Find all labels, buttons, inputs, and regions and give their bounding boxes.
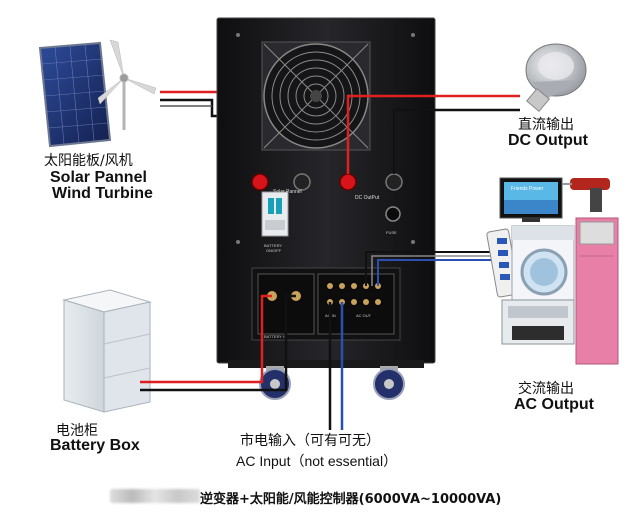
label-ac-out-en: AC Output (514, 396, 594, 413)
label-dc-en: DC Output (508, 132, 588, 149)
ac-input-cables (328, 302, 344, 430)
inverter-cabinet: Solar Pannel DC OutPut BATTERY ON/OFF FU… (216, 17, 436, 400)
svg-text:BATTERY: BATTERY (264, 243, 282, 248)
battery-breaker: BATTERY ON/OFF (261, 191, 289, 253)
ac-output-cables (365, 251, 500, 286)
ac-appliances-illustration: Friends Power (486, 177, 619, 365)
svg-text:ON/OFF: ON/OFF (266, 248, 282, 253)
label-wind-en: Wind Turbine (52, 185, 153, 202)
battery-cables (140, 294, 296, 392)
wind-turbine-illustration (97, 39, 157, 130)
label-battery-zh: 电池柜 (56, 423, 98, 439)
svg-text:BATTERY IN: BATTERY IN (264, 334, 287, 339)
label-battery-en: Battery Box (50, 437, 140, 454)
led-bulb-illustration (525, 43, 587, 112)
fuse: FUSE (385, 206, 401, 235)
solar-input-terminals (251, 173, 403, 191)
svg-text:FUSE: FUSE (386, 230, 397, 235)
dc-output-cables (346, 94, 520, 174)
blurred-brand-mark (110, 489, 200, 503)
battery-box-illustration (62, 289, 152, 413)
label-ac-out-zh: 交流输出 (518, 381, 574, 397)
label-solar-zh: 太阳能板/风机 (44, 153, 133, 169)
label-solar-en: Solar Pannel (50, 169, 147, 186)
svg-text:Friends Power: Friends Power (511, 186, 544, 192)
label-ac-in-en: AC Input（not essential） (236, 453, 398, 469)
cooling-fan (261, 41, 371, 151)
label-ac-in-zh: 市电输入（可有可无） (240, 433, 380, 449)
svg-text:AC OUT: AC OUT (356, 313, 372, 318)
caster-wheels (259, 366, 405, 400)
solar-panel-illustration (38, 41, 112, 148)
label-dc-zh: 直流输出 (518, 117, 574, 133)
panel-label-dc-output: DC OutPut (355, 195, 380, 201)
footer-bar (0, 482, 640, 509)
footer-caption: 逆变器+太阳能/风能控制器(6000VA~10000VA) (200, 492, 502, 507)
